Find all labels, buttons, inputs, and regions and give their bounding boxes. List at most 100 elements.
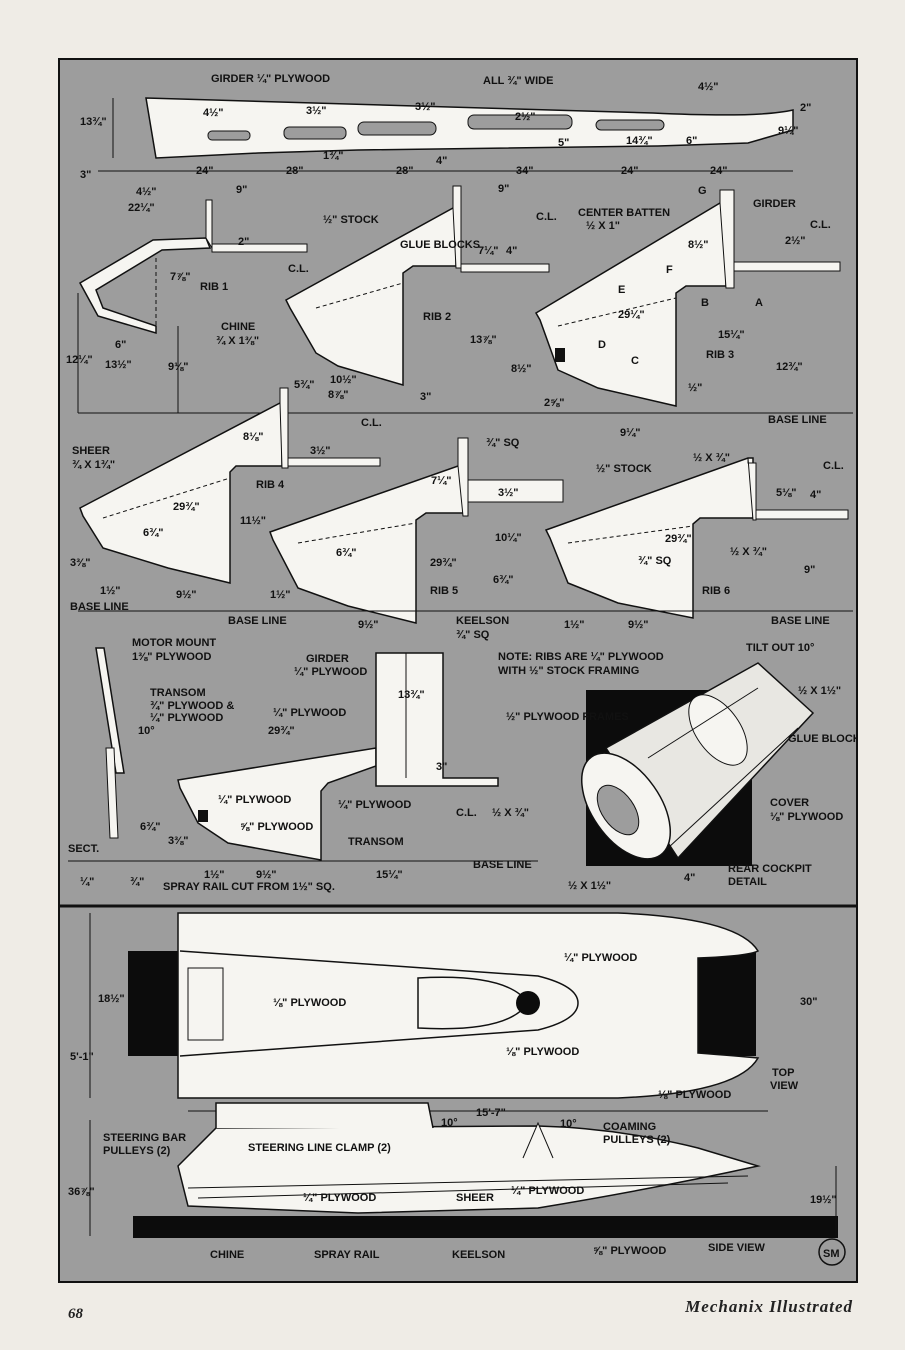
magazine-name: Mechanix Illustrated: [685, 1297, 853, 1316]
rib2-dim: 8⅞": [328, 389, 349, 401]
rib5-dim: 6¾": [336, 547, 357, 559]
side-view-plywood: ¼" PLYWOOD: [303, 1192, 376, 1204]
transom-plywood: ¼" PLYWOOD: [218, 794, 291, 806]
rib3-dim: 29¼": [618, 309, 645, 321]
transom-plywood: ¼" PLYWOOD: [338, 799, 411, 811]
girder-dim: 4½": [136, 186, 157, 198]
rib5-dim: 10¼": [495, 532, 522, 544]
transom-dim: 3⅜": [168, 835, 189, 847]
rib5-drawing: ¾" SQ 7¼" 3½" 10¼" 6¾" 29¾" 6¾" 1½" 9½" …: [228, 437, 564, 641]
top-view-title: VIEW: [770, 1080, 799, 1092]
rib1-dim: 13½": [105, 359, 132, 371]
transom-five16: ⅝" PLYWOOD: [240, 821, 313, 833]
rib6-stock: ½" STOCK: [596, 463, 652, 475]
rib2-name: RIB 2: [423, 311, 451, 323]
rib3-batten-size: ½ X 1": [586, 220, 620, 232]
transom-girder-size: ¼" PLYWOOD: [294, 666, 367, 678]
rib4-drawing: SHEER ¾ X 1¾" 8⅛" 3½" 29¾" 6¾" 11½" 3⅜" …: [70, 387, 382, 613]
transom-section-size: ¾" PLYWOOD &: [150, 700, 234, 712]
rib4-sheer: SHEER: [72, 445, 110, 457]
top-view-dim: 30": [800, 996, 817, 1008]
note-line1: NOTE: RIBS ARE ¼" PLYWOOD: [498, 651, 664, 663]
rib5-sq: ¾" SQ: [486, 437, 520, 449]
rib4-dim: 8⅛": [243, 431, 264, 443]
girder-title: GIRDER ¼" PLYWOOD: [211, 73, 330, 85]
rib3-dim: 2½": [785, 235, 806, 247]
rib5-base-line: BASE LINE: [228, 615, 287, 627]
rib3-dim: 8½": [511, 363, 532, 375]
top-view-drawing: ¼" PLYWOOD ⅛" PLYWOOD ⅛" PLYWOOD ⅛" PLYW…: [70, 912, 817, 1119]
rib2-glue-blocks: GLUE BLOCKS: [400, 239, 480, 251]
motor-mount-label: MOTOR MOUNT: [132, 637, 216, 649]
rib4-dim: 9½": [176, 589, 197, 601]
transom-dim: 29¾": [268, 725, 295, 737]
transom-drawing: GIRDER ¼" PLYWOOD ¼" PLYWOOD ¼" PLYWOOD …: [68, 652, 538, 893]
rib3-dim: 2⅝": [544, 397, 565, 409]
girder-dim: 2": [800, 102, 811, 114]
rib1-dim: 9": [236, 184, 247, 196]
rib6-dim: 4": [810, 489, 821, 501]
side-view-dim: 19½": [810, 1194, 837, 1206]
girder-dim: 3½": [415, 101, 436, 113]
rib3-girder: GIRDER: [753, 198, 796, 210]
cockpit-tilt: TILT OUT 10°: [746, 642, 814, 654]
transom-section-thick: ¼": [80, 876, 94, 888]
cockpit-four: 4": [684, 872, 695, 884]
girder-dim: 3": [80, 169, 91, 181]
blueprint-panel: GIRDER ¼" PLYWOOD ALL ¾" WIDE 13¾" 4½" 3…: [58, 58, 858, 1283]
side-view-dim: 10°: [441, 1117, 458, 1129]
cockpit-title: REAR COCKPIT: [728, 863, 812, 875]
rib5-name: RIB 5: [430, 585, 458, 597]
rib1-dim: 2": [238, 236, 249, 248]
rib4-sheer-size: ¾ X 1¾": [72, 459, 115, 471]
girder-dim: 24": [196, 165, 213, 177]
rib3-name: RIB 3: [706, 349, 734, 361]
transom-plywood: ¼" PLYWOOD: [273, 707, 346, 719]
girder-dim: 1¾": [323, 150, 344, 162]
rib4-dim: 3⅜": [70, 557, 91, 569]
rib5-dim: 6¾": [493, 574, 514, 586]
transom-section-label: TRANSOM: [150, 687, 206, 699]
rib5-keelson: KEELSON: [456, 615, 509, 627]
transom-dim: 3": [436, 761, 447, 773]
rib3-base-line: BASE LINE: [768, 414, 827, 426]
rib2-stock: ½" STOCK: [323, 214, 379, 226]
girder-dim: 4½": [698, 81, 719, 93]
rib6-name: RIB 6: [702, 585, 730, 597]
girder-dim: 34": [516, 165, 533, 177]
rib3-letter: D: [598, 339, 606, 351]
rib6-drawing: ½" STOCK ½ X ¾" ½ X ¾" ¾" SQ 5⅛" 4" 29¾"…: [78, 452, 853, 631]
rib1-dim: 12¼": [66, 354, 93, 366]
rib2-dim: 3": [420, 391, 431, 403]
side-view-pulleys: PULLEYS (2): [103, 1145, 171, 1157]
rib1-dim: 7⅞": [170, 271, 191, 283]
rear-cockpit-drawing: TILT OUT 10° ½ X 1½" ½" PLYWOOD FRAMES G…: [506, 642, 858, 892]
rib5-dim: 3½": [498, 487, 519, 499]
rib3-dim: 8½": [688, 239, 709, 251]
girder-all-wide: ALL ¾" WIDE: [483, 75, 553, 87]
transom-cl: C.L.: [456, 807, 477, 819]
top-view-dim: 15'-7": [476, 1107, 506, 1119]
rib4-dim: 29¾": [173, 501, 200, 513]
rib4-cl: C.L.: [361, 417, 382, 429]
cockpit-cover-size: ⅛" PLYWOOD: [770, 811, 843, 823]
rib3-dim: ½": [688, 382, 702, 394]
rib2-dim: 10½": [330, 374, 357, 386]
rib4-base-line: BASE LINE: [70, 601, 129, 613]
transom-dim: 13¾": [398, 689, 425, 701]
page-number: 68: [68, 1306, 83, 1322]
side-view-drawing: STEERING BAR PULLEYS (2) STEERING LINE C…: [68, 1102, 838, 1261]
rib5-keelson-size: ¾" SQ: [456, 629, 490, 641]
top-view-plywood: ⅛" PLYWOOD: [273, 997, 346, 1009]
girder-dim: 14¾": [626, 135, 653, 147]
rib5-dim: 29¾": [430, 557, 457, 569]
rib1-name: RIB 1: [200, 281, 228, 293]
girder-dim: 6": [686, 135, 697, 147]
rib3-dim: 12¾": [776, 361, 803, 373]
rib2-dim: 13⅞": [470, 334, 497, 346]
rib4-dim: 6¾": [143, 527, 164, 539]
side-view-sheer: SHEER: [456, 1192, 494, 1204]
rib5-dim: 7¼": [431, 475, 452, 487]
rib6-dim: 9": [804, 564, 815, 576]
rib5-dim: 9½": [358, 619, 379, 631]
